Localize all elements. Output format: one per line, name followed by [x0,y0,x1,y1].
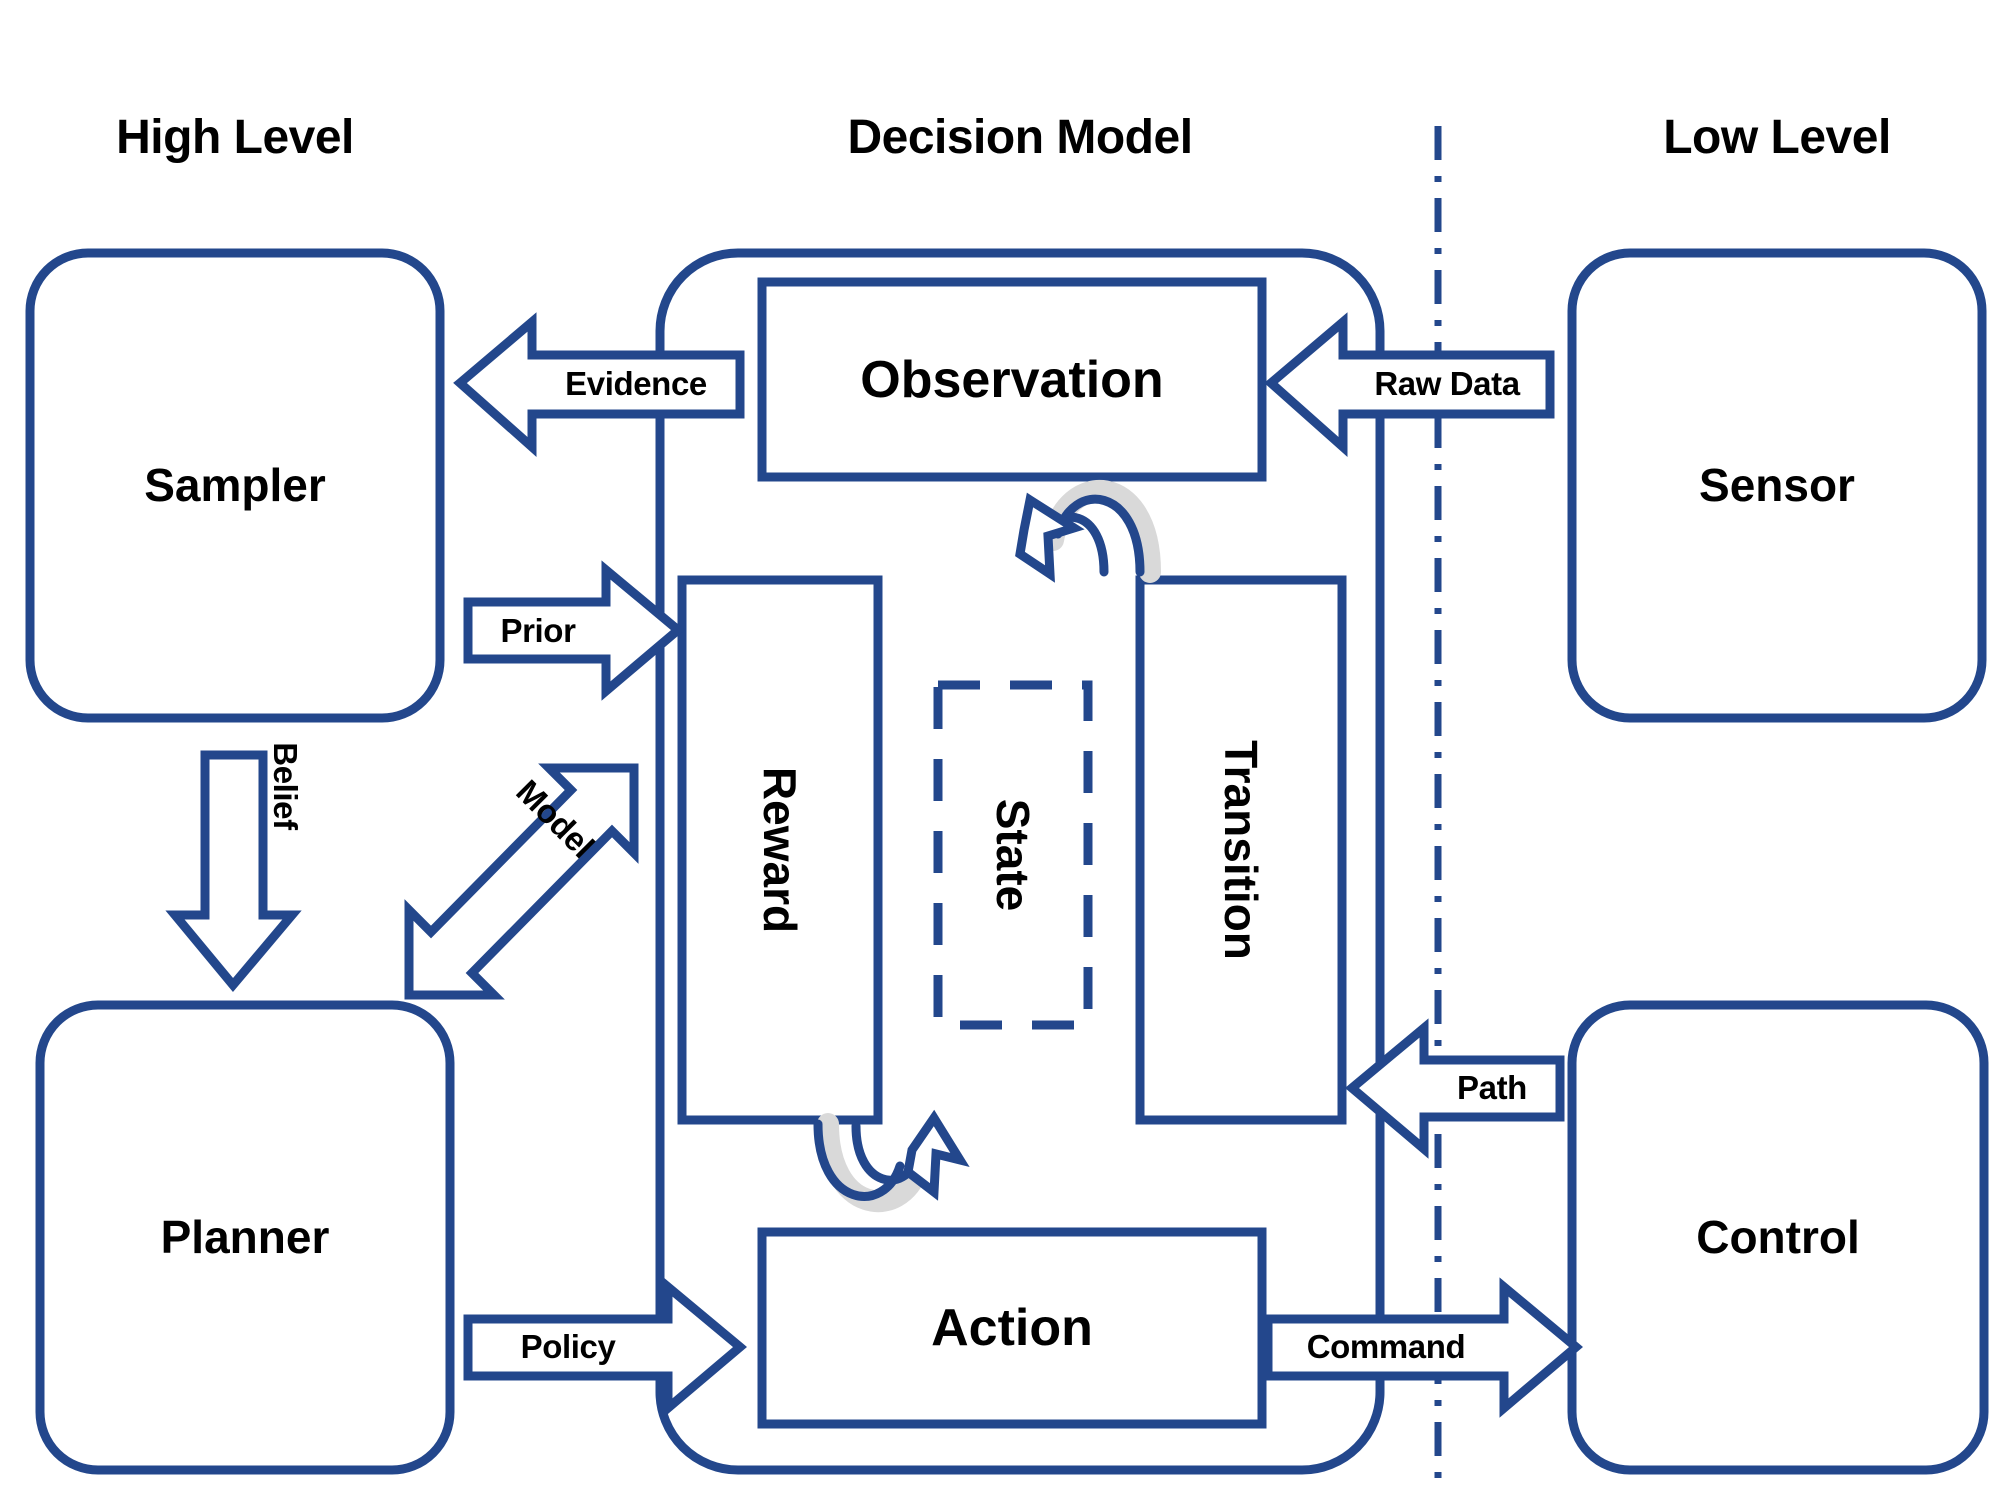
node-action-shape [757,1227,1267,1429]
node-label-control: Control [1696,1211,1860,1263]
node-label-action: Action [931,1299,1093,1357]
loop-reward-to-action [813,1109,970,1213]
decision-model-container [655,248,1385,1475]
header-decision-model: Decision Model [847,111,1193,164]
edge-model-arrow [404,763,639,1000]
edge-evidence-arrow [453,312,745,458]
edge-belief-arrow [165,750,302,993]
node-reward-shape [677,575,883,1125]
node-control-shape [1567,1000,1989,1475]
edge-label-belief: Belief [267,742,304,830]
node-state-shape [933,680,1093,1030]
node-observation-shape [757,277,1267,482]
edge-label-evidence: Evidence [565,365,707,402]
node-sensor-shape [1567,248,1987,723]
header-high-level: High Level [116,111,354,164]
edge-label-raw-data: Raw Data [1374,365,1520,402]
edge-command-arrow [1263,1277,1583,1418]
header-low-level: Low Level [1663,111,1891,164]
node-label-observation: Observation [860,350,1164,409]
edge-path-arrow [1345,1018,1565,1159]
edge-label-path: Path [1457,1069,1527,1106]
edge-policy-arrow [463,1277,747,1418]
edge-label-prior: Prior [500,611,576,649]
node-planner-shape [35,1000,455,1475]
node-transition-shape [1135,575,1347,1125]
node-sampler-shape [25,248,445,723]
node-label-sensor: Sensor [1699,459,1855,511]
edge-rawdata-arrow [1264,312,1555,458]
edge-label-policy: Policy [520,1328,616,1365]
edge-prior-arrow [463,560,685,701]
node-label-planner: Planner [160,1211,330,1263]
edge-label-command: Command [1306,1328,1466,1365]
node-label-sampler: Sampler [144,459,326,511]
node-label-transition: Transition [1215,740,1267,960]
loop-transition-to-observation [1015,480,1161,583]
